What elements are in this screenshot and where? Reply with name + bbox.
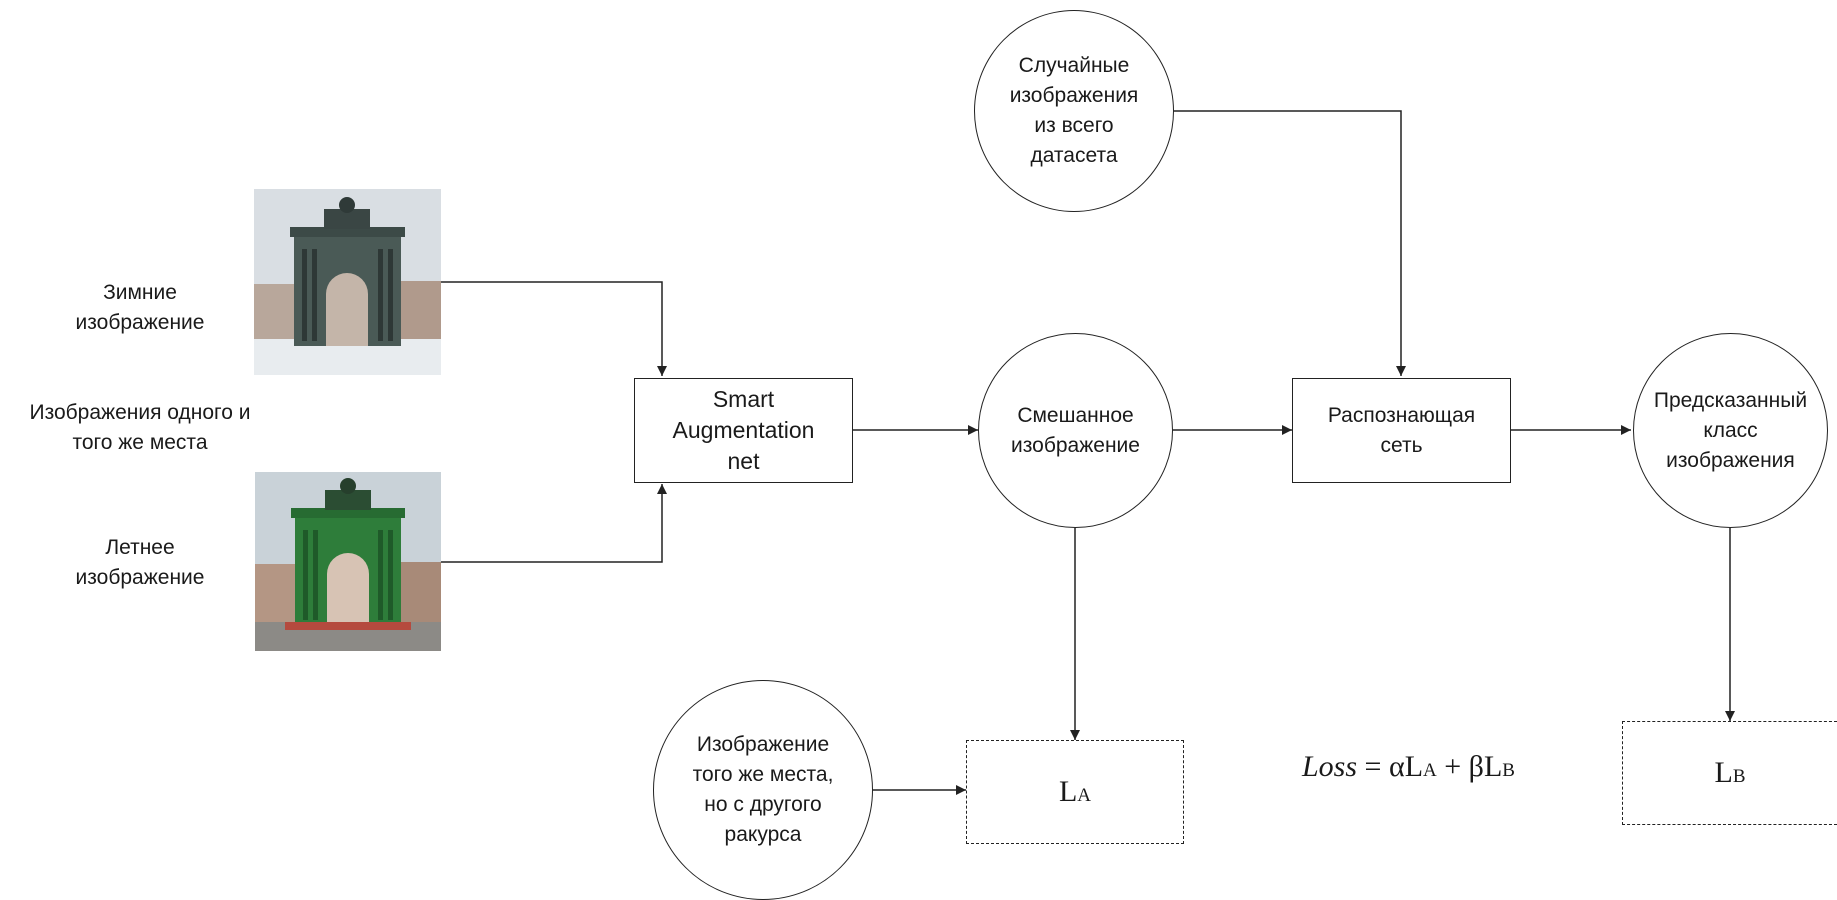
- loss-b-label: LB: [1714, 756, 1746, 789]
- random-images-node: Случайные изображения из всего датасета: [974, 10, 1174, 212]
- other-view-image-label: Изображение того же места, но с другого …: [692, 733, 834, 846]
- edge-winter-to-smartnet: [441, 281, 667, 376]
- predicted-class-label: Предсказанный класс изображения: [1653, 388, 1808, 472]
- summer-arch-photo: [255, 472, 441, 651]
- predicted-class-node: Предсказанный класс изображения: [1633, 333, 1828, 528]
- loss-a-label: LA: [1058, 775, 1092, 808]
- loss-formula: Loss = αLA + βLB: [1302, 750, 1515, 783]
- smart-augmentation-net-label: Smart Augmentation net: [672, 386, 815, 474]
- recognizer-network-box: Распознающая сеть: [1292, 378, 1511, 483]
- edge-summer-to-smartnet: [441, 484, 667, 563]
- smart-augmentation-net-box: Smart Augmentation net: [634, 378, 853, 483]
- winter-image-label: Зимние изображение: [75, 281, 205, 334]
- loss-b-box: LB: [1622, 721, 1837, 825]
- same-place-label: Изображения одного и того же места: [29, 401, 251, 454]
- edge-random-to-recognizer: [1174, 110, 1406, 376]
- summer-image-label: Летнее изображение: [75, 536, 205, 589]
- mixed-image-node: Смешанное изображение: [978, 333, 1173, 528]
- recognizer-network-label: Распознающая сеть: [1327, 403, 1476, 457]
- random-images-label: Случайные изображения из всего датасета: [1009, 54, 1139, 167]
- mixed-image-label: Смешанное изображение: [1011, 403, 1140, 457]
- winter-arch-photo: [254, 189, 441, 375]
- loss-a-box: LA: [966, 740, 1184, 844]
- other-view-image-node: Изображение того же места, но с другого …: [653, 680, 873, 900]
